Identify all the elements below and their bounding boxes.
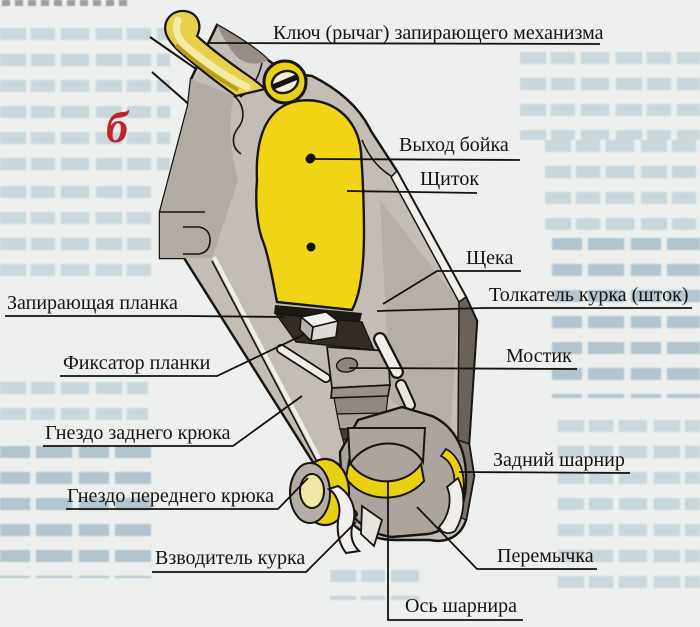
label-fiksator-planki: Фиксатор планки	[63, 352, 211, 374]
label-shchitok: Щиток	[420, 168, 480, 190]
bleedthrough-text	[520, 52, 700, 140]
bleedthrough-text	[0, 382, 148, 432]
underside-highlight	[212, 256, 322, 461]
bleedthrough-text	[0, 186, 152, 282]
hinge-assembly	[289, 405, 468, 555]
bleedthrough-text	[552, 238, 700, 398]
leader-fiksator	[60, 333, 306, 377]
leader-zadniy	[458, 471, 631, 474]
leader-tolkatel	[376, 307, 692, 312]
label-vyhod-boyka: Выход бойка	[399, 134, 509, 156]
leader-gnezdo-z	[43, 395, 303, 447]
lever-screw	[262, 59, 308, 105]
label-shcheka: Щека	[466, 247, 514, 269]
hinge-pin-cylinder	[344, 458, 426, 499]
label-gnezdo-zadnego-kryuka: Гнездо заднего крюка	[45, 422, 231, 444]
label-tolkatel: Толкатель курка (шток)	[489, 284, 689, 306]
latch-block	[299, 311, 340, 343]
label-os-sharnira: Ось шарнира	[405, 595, 518, 617]
leader-vyhod	[313, 158, 521, 161]
firing-pin-hole-lower	[306, 242, 316, 252]
figure-marker: б	[106, 103, 128, 152]
hammer-pusher-rod	[373, 332, 416, 411]
left-wall-edge	[276, 344, 331, 383]
bleedthrough-text	[545, 140, 700, 235]
cocking-lever-second	[360, 504, 384, 548]
label-peremychka: Перемычка	[497, 545, 594, 567]
leader-shchitok	[346, 190, 478, 194]
label-kljuch: Ключ (рычаг) запирающего механизма	[273, 22, 604, 44]
leader-gnezdo-p	[66, 477, 309, 510]
rear-hinge-highlight	[437, 476, 465, 534]
leader-peremychka	[416, 506, 597, 570]
leader-vzvoditel	[152, 521, 357, 573]
label-gnezdo-perednego-kryuka: Гнездо переднего крюка	[67, 485, 274, 507]
cocking-lever	[326, 484, 362, 555]
leader-dot-vyhod	[305, 154, 315, 164]
bleedthrough-text	[558, 420, 700, 592]
leader-shcheka	[382, 270, 521, 305]
leader-zapir	[5, 315, 285, 318]
bleedthrough-text	[0, 28, 170, 180]
bleedthrough-text	[330, 570, 426, 600]
label-mostik: Мостик	[506, 345, 572, 367]
front-hinge-boss	[289, 457, 351, 527]
leader-lines	[5, 42, 692, 621]
body-shading	[160, 25, 459, 438]
page-edge-text-fragment	[2, 0, 130, 6]
leader-kljuch	[206, 42, 601, 45]
bleedthrough-text	[0, 446, 152, 578]
label-zadniy-sharnir: Задний шарнир	[493, 449, 625, 471]
label-vzvoditel-kurka: Взводитель курка	[155, 547, 306, 569]
hinge-jaw-arch	[346, 427, 427, 468]
label-zapirayushchaya-planka: Запирающая планка	[7, 292, 178, 314]
top-lever	[164, 9, 268, 98]
leader-mostik	[348, 367, 578, 370]
leader-os	[387, 482, 523, 621]
